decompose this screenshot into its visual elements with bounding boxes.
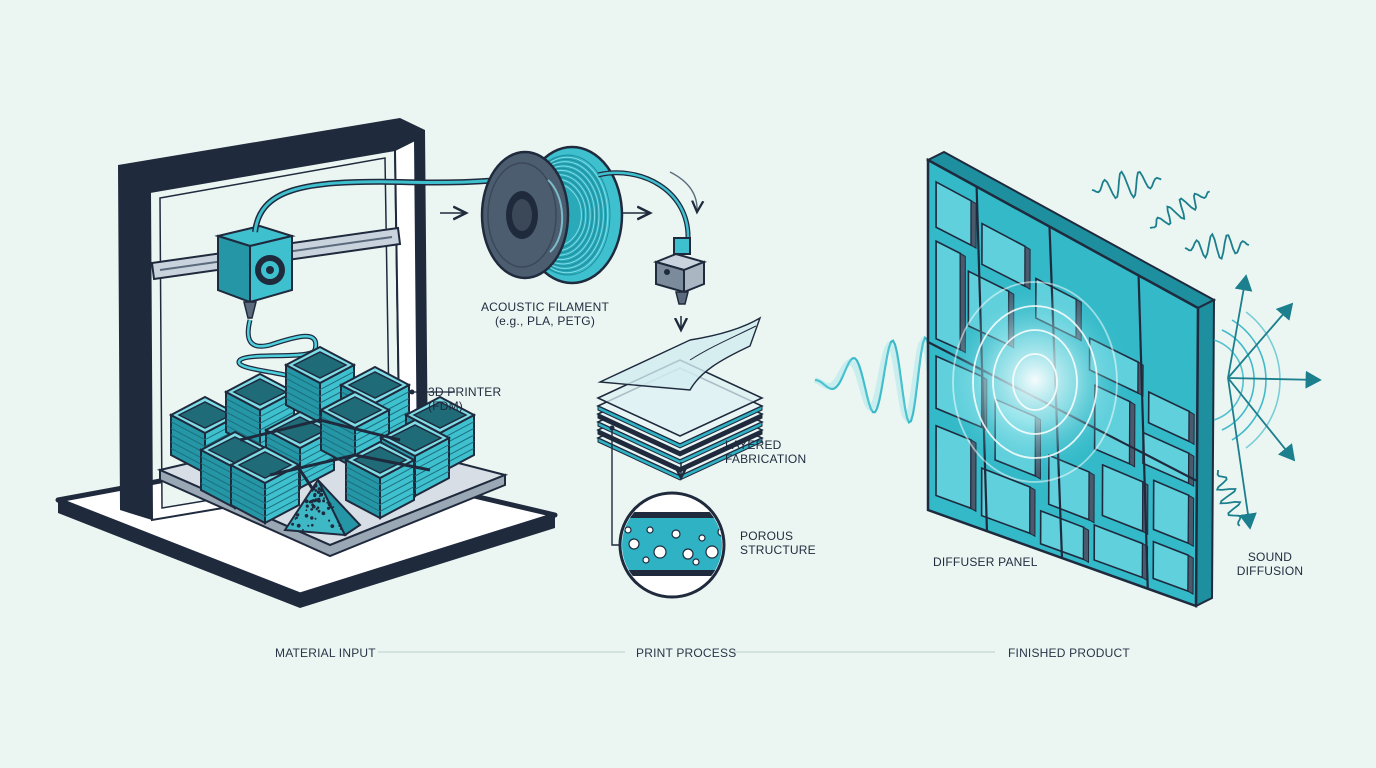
porous-label-line2: STRUCTURE — [740, 543, 816, 557]
sound-label: SOUND DIFFUSION — [1230, 550, 1310, 578]
stage-finished-product: FINISHED PRODUCT — [1008, 646, 1130, 660]
printer-label-line2: (FDM) — [428, 399, 501, 413]
sound-label-line1: SOUND — [1230, 550, 1310, 564]
filament-label-line2: (e.g., PLA, PETG) — [470, 314, 620, 328]
layered-label: LAYERED FABRICATION — [725, 438, 806, 466]
printer-label: 3D PRINTER (FDM) — [428, 385, 501, 413]
stage-material-input: MATERIAL INPUT — [275, 646, 376, 660]
sound-label-line2: DIFFUSION — [1230, 564, 1310, 578]
diffuser-panel-illustration — [928, 152, 1214, 606]
layered-label-line1: LAYERED — [725, 438, 806, 452]
printer-label-line1: 3D PRINTER — [428, 385, 501, 399]
stage-print-process: PRINT PROCESS — [636, 646, 736, 660]
diffusion-arrows — [1228, 276, 1320, 528]
porous-label-line1: POROUS — [740, 529, 816, 543]
porous-label: POROUS STRUCTURE — [740, 529, 816, 557]
porous-magnifier — [618, 493, 728, 597]
filament-label-line1: ACOUSTIC FILAMENT — [470, 300, 620, 314]
filament-label: ACOUSTIC FILAMENT (e.g., PLA, PETG) — [470, 300, 620, 328]
diffuser-label: DIFFUSER PANEL — [933, 555, 1038, 569]
layered-label-line2: FABRICATION — [725, 452, 806, 466]
diffusion-arcs — [1214, 312, 1280, 448]
